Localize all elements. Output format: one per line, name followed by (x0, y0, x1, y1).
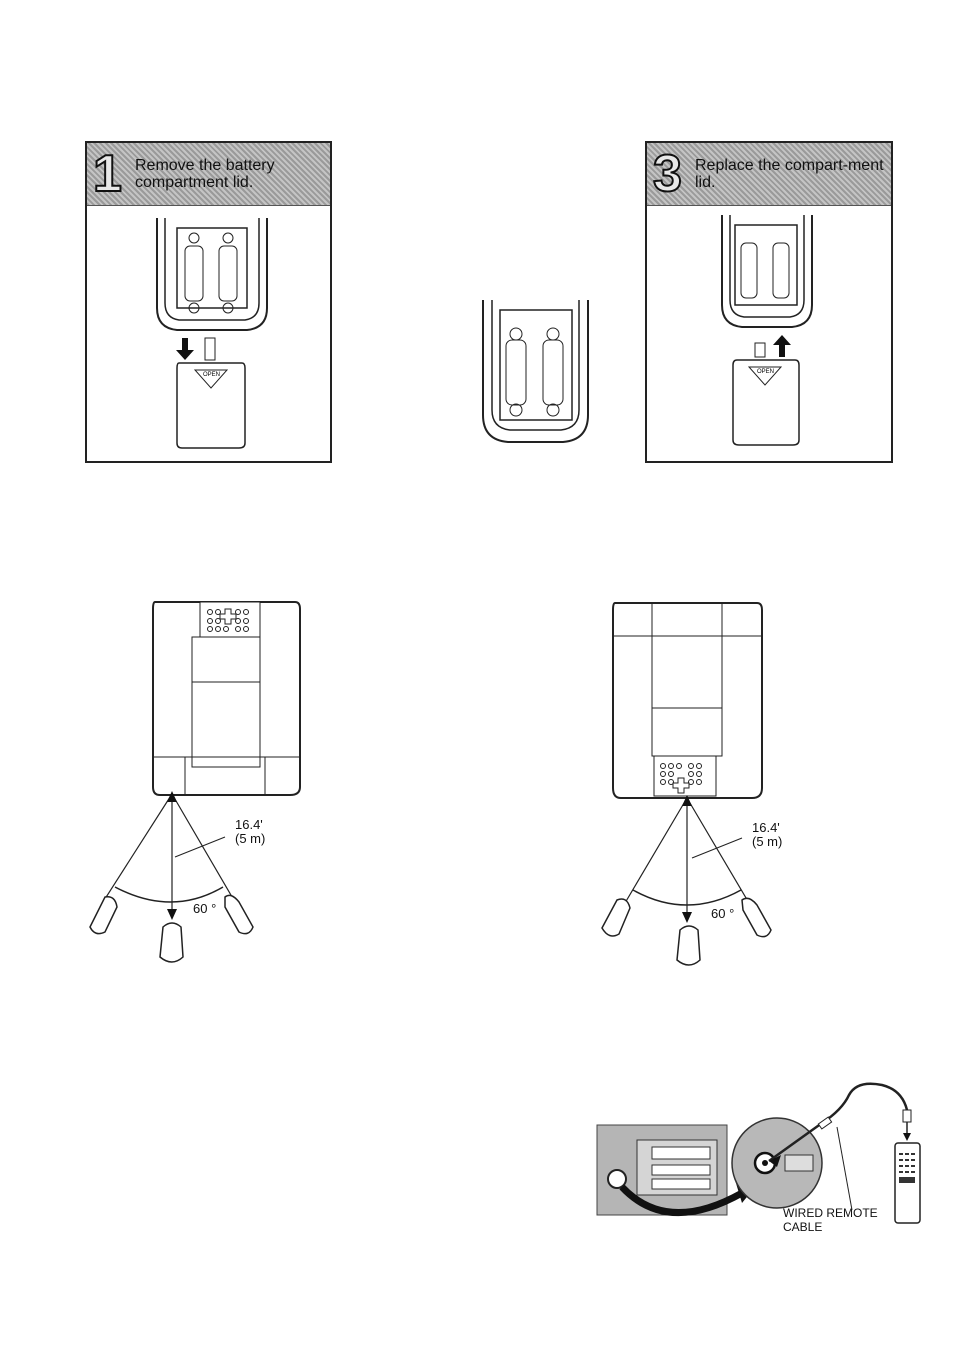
remote-battery-icon: OPEN (717, 215, 847, 450)
remote-battery-icon (478, 300, 593, 445)
remote-control-icon (602, 899, 630, 936)
step-1-number: 1 (93, 147, 122, 201)
svg-text:60 °: 60 ° (193, 901, 216, 916)
step-1-text: Remove the battery compartment lid. (135, 157, 325, 191)
projector-icon: 16.4' (5 m) 60 ° (597, 598, 827, 968)
remote-battery-icon: OPEN (147, 218, 277, 453)
svg-text:60 °: 60 ° (711, 906, 734, 921)
step-3-text: Replace the compart-ment lid. (695, 157, 885, 191)
remote-control-icon (742, 898, 771, 936)
remote-control-icon (90, 897, 117, 934)
step-1-panel: 1 Remove the battery compartment lid. OP… (85, 141, 332, 463)
svg-text:(5 m): (5 m) (235, 831, 265, 846)
step-3-number: 3 (653, 147, 682, 201)
svg-text:16.4': 16.4' (752, 820, 780, 835)
cable-label: WIRED REMOTE CABLE (783, 1206, 878, 1234)
remote-control-icon (225, 895, 253, 933)
projector-icon: 16.4' (5 m) 60 ° (75, 597, 305, 967)
svg-text:(5 m): (5 m) (752, 834, 782, 849)
svg-text:OPEN: OPEN (757, 369, 774, 375)
svg-text:16.4': 16.4' (235, 817, 263, 832)
remote-control-icon (160, 923, 183, 962)
step-3-header: 3 Replace the compart-ment lid. (647, 143, 891, 206)
step-1-header: 1 Remove the battery compartment lid. (87, 143, 330, 206)
svg-text:OPEN: OPEN (203, 372, 220, 378)
step-3-panel: 3 Replace the compart-ment lid. OPEN (645, 141, 893, 463)
arrow-down-icon (176, 338, 194, 360)
jack-icon (608, 1170, 626, 1188)
remote-control-icon (677, 926, 700, 965)
arrow-up-icon (773, 335, 791, 357)
